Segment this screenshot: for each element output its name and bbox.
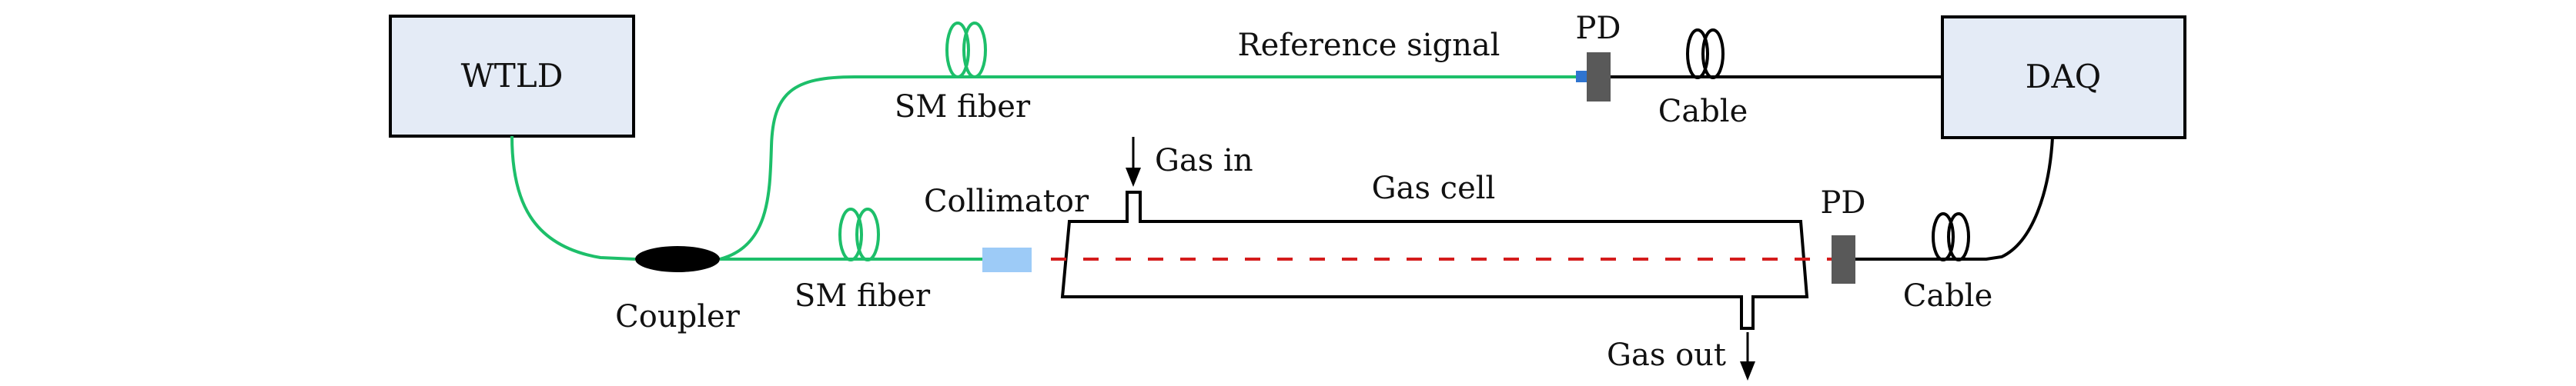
wtld-box (389, 15, 635, 138)
gas-in-label: Gas in (1155, 143, 1253, 178)
collimator-icon (982, 248, 1032, 272)
pd-reference-icon (1587, 52, 1611, 101)
daq-label: DAQ (2026, 58, 2101, 95)
wtld-label: WTLD (461, 57, 564, 95)
pd-reference-label: PD (1576, 11, 1621, 46)
pd-signal-label: PD (1821, 185, 1866, 221)
reference-signal-label: Reference signal (1238, 28, 1500, 63)
pd-reference-connector (1576, 71, 1587, 82)
pd-signal-icon (1832, 235, 1855, 284)
fiber-coil-upper-icon (945, 22, 987, 78)
daq-node: DAQ (1941, 15, 2186, 139)
fiber-upper-reference-path (719, 75, 1576, 261)
cable-upper-label: Cable (1658, 94, 1748, 129)
fiber-coil-lower-icon (838, 208, 880, 261)
gas-cell-body (1060, 191, 1809, 330)
coupler-icon (635, 246, 720, 272)
sm-fiber-lower-label: SM fiber (795, 278, 931, 314)
gas-cell-label: Gas cell (1372, 171, 1496, 206)
cable-coil-upper-icon (1686, 28, 1725, 79)
gas-out-arrow-icon (1740, 332, 1755, 381)
cable-lower-label: Cable (1903, 278, 1993, 314)
sm-fiber-upper-label: SM fiber (895, 89, 1031, 125)
wtld-node: WTLD (389, 15, 635, 138)
coupler-label: Coupler (615, 299, 741, 334)
gas-out-label: Gas out (1607, 338, 1726, 373)
cable-lower-path (1855, 137, 2054, 261)
gas-in-arrow-icon (1126, 137, 1141, 187)
cable-coil-lower-icon (1932, 212, 1970, 261)
daq-box (1941, 15, 2186, 139)
collimator-label: Collimator (924, 184, 1089, 219)
fiber-wtld-to-coupler (510, 135, 636, 261)
gas-cell: Gas cell (1051, 171, 1832, 330)
